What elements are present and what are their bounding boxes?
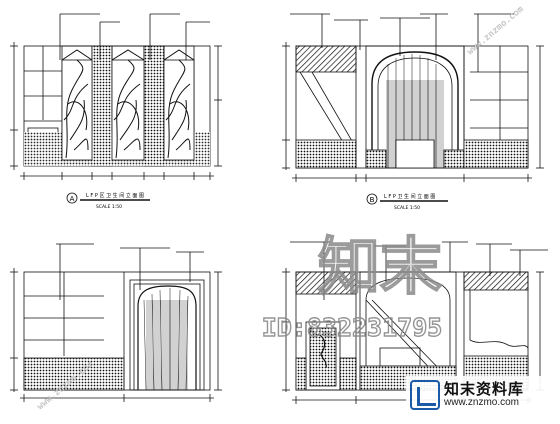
elevation-a-scale: SCALE 1:50 (96, 204, 122, 210)
watermark-brand: 知末 (318, 233, 442, 302)
brand-logo-url: www.znzmo.com (444, 396, 520, 408)
brand-logo-text: 知末资料库 www.znzmo.com (444, 379, 525, 408)
elevation-b (282, 13, 544, 205)
elevation-b-key: B (370, 196, 375, 204)
elevation-b-title: L F P 卫 生 间 立 面 图 (384, 193, 435, 200)
elevation-a-title: L F P 区 卫 生 间 立 面 图 (86, 192, 144, 199)
elevation-a (10, 13, 222, 204)
brand-logo-badge: 知末资料库 www.znzmo.com (406, 376, 554, 414)
elevation-b-scale: SCALE 1:50 (394, 205, 420, 211)
brand-logo-name: 知末资料库 (444, 379, 525, 398)
diagonal-watermark-top: www.znzmo.com (466, 4, 527, 57)
elevation-a-key: A (70, 195, 75, 203)
watermark-id: ID:832231795 (262, 313, 443, 342)
elevation-c (10, 243, 222, 402)
brand-logo-icon (410, 380, 440, 410)
